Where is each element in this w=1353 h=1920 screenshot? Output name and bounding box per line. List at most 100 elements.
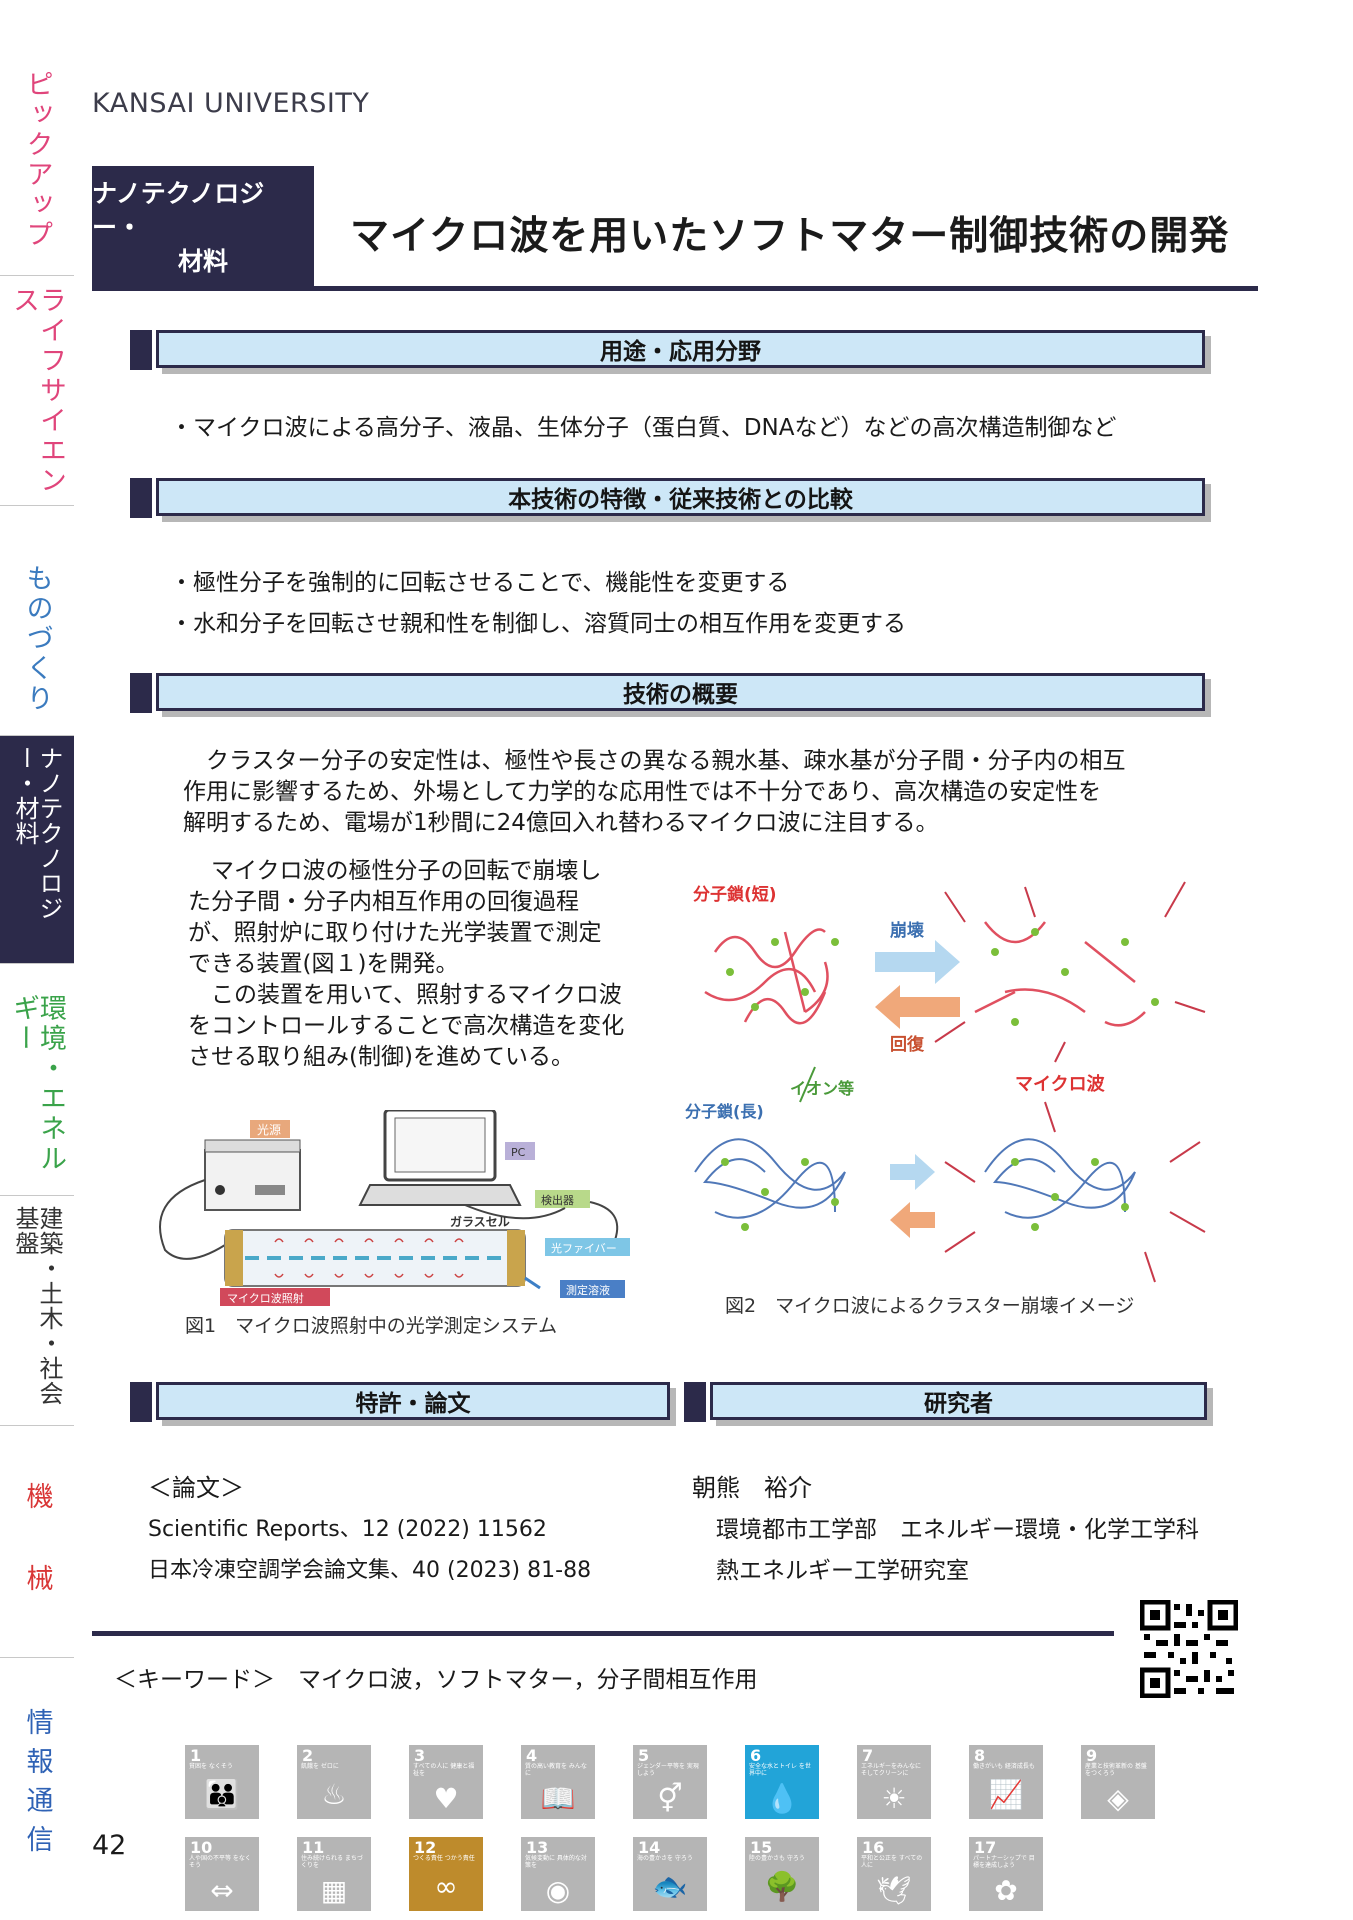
- sidebar-tab-pickup[interactable]: ピックアップ: [0, 60, 74, 276]
- fig2-recovery-label: 回復: [890, 1034, 925, 1055]
- sdg-number: 4: [526, 1746, 538, 1765]
- university-name: KANSAI UNIVERSITY: [92, 88, 370, 119]
- fig1-detector-label: 検出器: [541, 1193, 574, 1207]
- patents-label: ＜論文＞: [148, 1474, 244, 1502]
- sdg-11-icon: ▦: [320, 1873, 348, 1907]
- sdg-number: 17: [974, 1838, 997, 1857]
- section-header-researcher: 研究者: [684, 1382, 1207, 1422]
- category-line2: 材料: [177, 246, 228, 276]
- sdg-number: 13: [526, 1838, 549, 1857]
- researcher-lab: 熱エネルギー工学研究室: [716, 1558, 969, 1584]
- sidebar-tab-label: ピックアップ: [21, 70, 53, 250]
- fig1-light-source-label: 光源: [257, 1123, 281, 1137]
- text-line: が、照射炉に取り付けた光学装置で測定: [188, 920, 602, 946]
- sdg-6-icon: 💧: [764, 1781, 800, 1815]
- sdg-caption: 安全な水とトイレ を世界中に: [749, 1763, 811, 1777]
- fig1-pc-label: PC: [511, 1146, 526, 1159]
- fig1-caption: 図1 マイクロ波照射中の光学測定システム: [185, 1315, 557, 1337]
- text-line: をコントロールすることで高次構造を変化: [188, 1013, 625, 1039]
- section-heading: 特許・論文: [156, 1382, 670, 1420]
- overview-body: マイクロ波の極性分子の回転で崩壊し た分子間・分子内相互作用の回復過程 が、照射…: [188, 856, 624, 1073]
- sdg-caption: 海の豊かさを 守ろう: [637, 1855, 693, 1862]
- sdg-caption: ジェンダー平等を 実現しよう: [637, 1763, 699, 1777]
- sdg-number: 16: [862, 1838, 885, 1857]
- sdg-10-icon: ⇔: [210, 1873, 234, 1907]
- sidebar-tab-machine[interactable]: 機 械: [0, 1426, 74, 1658]
- text-line: できる装置(図１)を開発。: [188, 951, 459, 977]
- text-line: た分子間・分子内相互作用の回復過程: [188, 889, 579, 915]
- sidebar-tab-monozukuri[interactable]: ものづくり: [0, 506, 74, 736]
- keywords-text: ＜キーワード＞ マイクロ波，ソフトマター，分子間相互作用: [114, 1667, 758, 1693]
- sdg-17-icon: ✿: [994, 1873, 1018, 1907]
- figure-2: 分子鎖(短) 崩壊 回復 マイクロ波 イオン等 分子鎖(長): [685, 872, 1220, 1332]
- sdg-8-icon: 📈: [988, 1778, 1024, 1812]
- category-box: ナノテクノロジー・ 材料: [92, 166, 314, 290]
- sdg-15-icon: 🌳: [764, 1870, 800, 1904]
- section-header-overview: 技術の概要: [130, 673, 1205, 713]
- sdg-number: 1: [190, 1746, 202, 1765]
- sdg-caption: 貧困を なくそう: [189, 1763, 233, 1770]
- sidebar-tab-label: ものづくり: [21, 564, 53, 714]
- paper-1: Scientific Reports、12 (2022) 11562: [148, 1517, 547, 1542]
- sdg-number: 8: [974, 1746, 986, 1765]
- fig2-caption: 図2 マイクロ波によるクラスター崩壊イメージ: [725, 1295, 1134, 1317]
- sidebar-tab-label: 機 械: [21, 1482, 53, 1605]
- figure-2-diagram: 分子鎖(短) 崩壊 回復 マイクロ波 イオン等 分子鎖(長): [685, 881, 1206, 1317]
- sdg-number: 7: [862, 1746, 874, 1765]
- paper-2: 日本冷凍空調学会論文集、40 (2023) 81-88: [148, 1558, 592, 1583]
- fig1-glass-cell-label: ガラスセル: [450, 1214, 510, 1229]
- figure-1-diagram: 光源 PC 検出器 ガラスセル 光ファイバー 測定溶液 マイクロ波照射 図1 マ…: [159, 1108, 630, 1337]
- sdg-16-icon: 🕊: [876, 1873, 912, 1907]
- section-header-patents: 特許・論文: [130, 1382, 670, 1422]
- sidebar-tab-nanotech[interactable]: ナノテクノロジー・材料: [0, 736, 74, 964]
- qr-code[interactable]: [1139, 1599, 1239, 1699]
- researcher-name: 朝熊 裕介: [692, 1474, 812, 1502]
- keywords-divider: [92, 1631, 1114, 1636]
- sdg-7-icon: ☀: [881, 1781, 907, 1815]
- sidebar-tab-label: ライフサイエンス: [8, 286, 66, 496]
- researcher-department: 環境都市工学部 エネルギー環境・化学工学科: [716, 1517, 1199, 1543]
- section-header-applications: 用途・応用分野: [130, 330, 1205, 370]
- sdg-caption: つくる責任 つかう責任: [413, 1855, 475, 1862]
- sdg-caption: 飢餓を ゼロに: [301, 1763, 339, 1770]
- sidebar-tab-environment[interactable]: 環境・エネルギー: [0, 964, 74, 1196]
- sdg-caption: 人や国の不平等 をなくそう: [189, 1855, 251, 1869]
- sdg-5-icon: ⚥: [657, 1781, 683, 1815]
- sdg-2-icon: ♨: [321, 1778, 347, 1812]
- sidebar-tab-label: 環境・エネルギー: [8, 994, 66, 1174]
- sidebar-tab-label: ナノテクノロジー・材料: [11, 746, 63, 921]
- sidebar-tab-label: 情報通信: [21, 1708, 53, 1864]
- sdg-4-icon: 📖: [540, 1781, 576, 1815]
- sidebar-tab-ict[interactable]: 情報通信: [0, 1658, 74, 1920]
- sdg-number: 11: [302, 1838, 325, 1857]
- section-heading: 本技術の特徴・従来技術との比較: [156, 478, 1205, 516]
- sidebar-tab-life-science[interactable]: ライフサイエンス: [0, 276, 74, 506]
- fig2-collapse-label: 崩壊: [890, 920, 925, 941]
- feature-bullet: ・水和分子を回転させ親和性を制御し、溶質同士の相互作用を変更する: [170, 611, 906, 637]
- sdg-caption: すべての人に 健康と福祉を: [413, 1763, 475, 1777]
- sdg-caption: パートナーシップで 目標を達成しよう: [973, 1855, 1035, 1869]
- sidebar-tab-architecture[interactable]: 建築・土木・社会基盤: [0, 1196, 74, 1426]
- sdg-number: 12: [414, 1838, 437, 1857]
- sdg-14-icon: 🐟: [652, 1870, 688, 1904]
- text-line: クラスター分子の安定性は、極性や長さの異なる親水基、疎水基が分子間・分子内の相互: [183, 748, 1126, 774]
- sdg-number: 9: [1086, 1746, 1098, 1765]
- sdg-caption: 陸の豊かさも 守ろう: [749, 1855, 805, 1862]
- sdg-caption: 質の高い教育を みんなに: [525, 1763, 587, 1777]
- sidebar-tab-label: 建築・土木・社会基盤: [11, 1206, 63, 1406]
- fig1-fiber-label: 光ファイバー: [551, 1241, 617, 1255]
- page-number: 42: [92, 1830, 127, 1861]
